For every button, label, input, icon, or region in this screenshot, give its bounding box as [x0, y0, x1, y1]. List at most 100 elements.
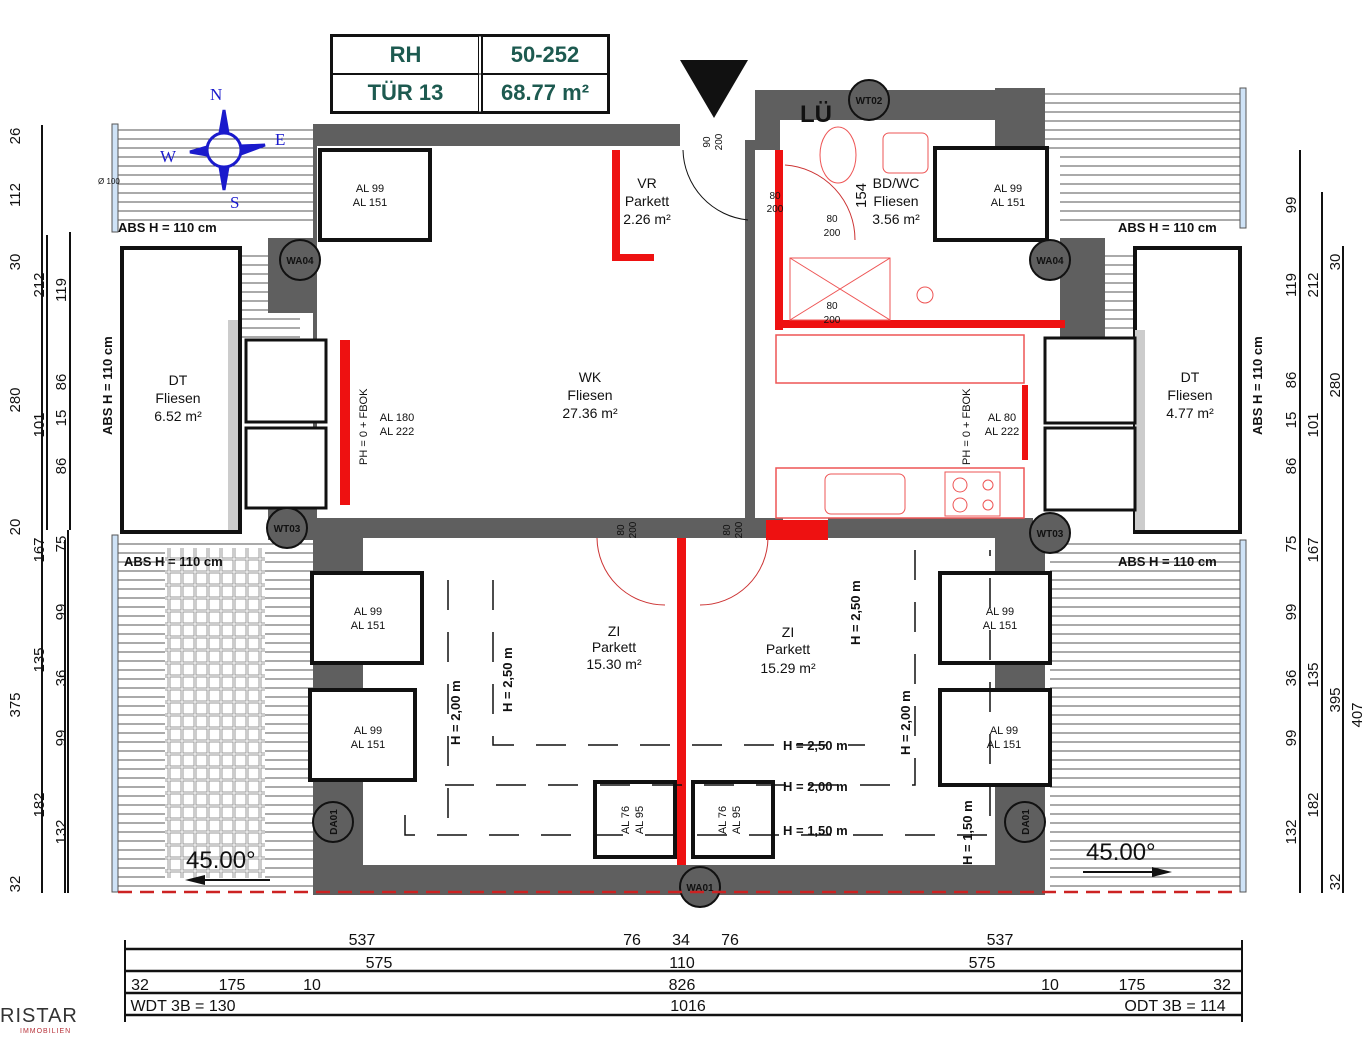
svg-text:H = 2,50 m: H = 2,50 m [500, 647, 515, 712]
svg-text:15: 15 [53, 410, 70, 427]
svg-text:Parkett: Parkett [625, 193, 669, 209]
svg-text:Fliesen: Fliesen [155, 390, 200, 406]
svg-text:99: 99 [1283, 604, 1300, 621]
svg-text:80: 80 [826, 301, 838, 312]
svg-text:WA04: WA04 [286, 256, 314, 267]
svg-text:1016: 1016 [670, 998, 706, 1015]
svg-text:H = 1,50 m: H = 1,50 m [783, 823, 848, 838]
svg-text:3.56 m²: 3.56 m² [872, 211, 920, 227]
dormer-windows [244, 336, 1137, 512]
svg-text:280: 280 [7, 387, 24, 412]
svg-text:132: 132 [53, 819, 70, 844]
compass-rose [189, 109, 266, 191]
new-walls [340, 150, 1065, 865]
svg-text:Fliesen: Fliesen [567, 387, 612, 403]
svg-text:200: 200 [628, 521, 639, 538]
solar-panel-grid [165, 548, 265, 878]
dormer-right [1133, 246, 1242, 534]
svg-text:375: 375 [7, 692, 24, 717]
svg-text:AL 99: AL 99 [354, 606, 382, 618]
svg-text:AL 95: AL 95 [731, 806, 743, 834]
svg-text:200: 200 [714, 133, 725, 150]
svg-text:10: 10 [1041, 977, 1059, 994]
svg-text:WA01: WA01 [686, 883, 714, 894]
svg-text:BD/WC: BD/WC [873, 175, 920, 191]
door-number: TÜR 13 [332, 74, 482, 112]
svg-text:AL 151: AL 151 [987, 739, 1021, 751]
entrance-marker [680, 60, 748, 118]
wall-tags [266, 79, 1071, 908]
svg-text:110: 110 [669, 955, 695, 972]
svg-text:212: 212 [31, 272, 48, 297]
svg-text:ABS H = 110 cm: ABS H = 110 cm [100, 336, 115, 435]
svg-text:407: 407 [1349, 702, 1366, 727]
svg-text:86: 86 [53, 374, 70, 391]
svg-text:200: 200 [824, 228, 841, 239]
svg-text:Parkett: Parkett [766, 641, 810, 657]
svg-text:Parkett: Parkett [592, 639, 636, 655]
svg-text:75: 75 [53, 536, 70, 553]
svg-text:76: 76 [623, 932, 641, 949]
svg-text:575: 575 [366, 955, 393, 972]
svg-text:86: 86 [53, 458, 70, 475]
svg-text:E: E [275, 130, 285, 149]
svg-text:182: 182 [1305, 792, 1322, 817]
svg-text:26: 26 [7, 128, 24, 145]
svg-text:ABS H = 110 cm: ABS H = 110 cm [1250, 336, 1265, 435]
svg-text:10: 10 [303, 977, 321, 994]
svg-text:ABS H = 110 cm: ABS H = 110 cm [124, 554, 223, 569]
svg-text:167: 167 [1305, 537, 1322, 562]
svg-text:537: 537 [987, 932, 1014, 949]
svg-text:ODT 3B = 114: ODT 3B = 114 [1124, 998, 1225, 1015]
svg-text:200: 200 [824, 315, 841, 326]
svg-text:Ø 100: Ø 100 [98, 177, 120, 186]
roof-area-nw [118, 124, 313, 224]
svg-text:WT03: WT03 [274, 524, 301, 535]
svg-text:826: 826 [669, 977, 696, 994]
svg-text:WK: WK [579, 369, 602, 385]
building-label: RH [332, 36, 482, 74]
svg-text:W: W [160, 147, 177, 166]
svg-text:ZI: ZI [608, 623, 620, 639]
svg-text:80: 80 [769, 191, 781, 202]
svg-text:AL 76: AL 76 [717, 806, 729, 834]
svg-text:537: 537 [349, 932, 376, 949]
svg-text:32: 32 [1213, 977, 1231, 994]
svg-text:PH = 0 + FBOK: PH = 0 + FBOK [358, 388, 370, 465]
company-logo: RISTAR IMMOBILIEN [0, 1005, 78, 1035]
svg-text:15.29 m²: 15.29 m² [760, 660, 816, 676]
svg-text:80: 80 [616, 524, 627, 536]
roof-area-se [1050, 540, 1240, 892]
svg-text:86: 86 [1283, 458, 1300, 475]
svg-text:DA01: DA01 [1021, 809, 1032, 835]
svg-text:175: 175 [1119, 977, 1146, 994]
svg-text:32: 32 [131, 977, 149, 994]
unit-area: 68.77 m² [482, 74, 608, 112]
svg-text:15.30 m²: 15.30 m² [586, 656, 642, 672]
svg-text:WA04: WA04 [1036, 256, 1064, 267]
svg-text:36: 36 [53, 670, 70, 687]
svg-text:AL 99: AL 99 [986, 606, 1014, 618]
svg-text:154: 154 [853, 183, 870, 208]
svg-text:99: 99 [1283, 197, 1300, 214]
svg-text:H = 2,50 m: H = 2,50 m [783, 738, 848, 753]
svg-text:112: 112 [7, 183, 24, 207]
svg-text:AL 151: AL 151 [991, 197, 1025, 209]
svg-text:119: 119 [1283, 273, 1300, 297]
svg-text:DA01: DA01 [329, 809, 340, 835]
svg-text:280: 280 [1327, 372, 1344, 397]
svg-text:AL 151: AL 151 [353, 197, 387, 209]
svg-text:AL 151: AL 151 [983, 620, 1017, 632]
svg-text:135: 135 [31, 647, 48, 672]
svg-text:LÜ: LÜ [800, 101, 832, 128]
svg-text:30: 30 [1327, 254, 1344, 271]
svg-text:H = 2,00 m: H = 2,00 m [898, 690, 913, 755]
svg-text:200: 200 [767, 204, 784, 215]
svg-text:101: 101 [31, 412, 48, 437]
svg-text:182: 182 [31, 792, 48, 817]
svg-text:99: 99 [53, 730, 70, 747]
svg-text:135: 135 [1305, 662, 1322, 687]
svg-text:WDT 3B = 130: WDT 3B = 130 [130, 998, 235, 1015]
svg-text:AL 151: AL 151 [351, 739, 385, 751]
